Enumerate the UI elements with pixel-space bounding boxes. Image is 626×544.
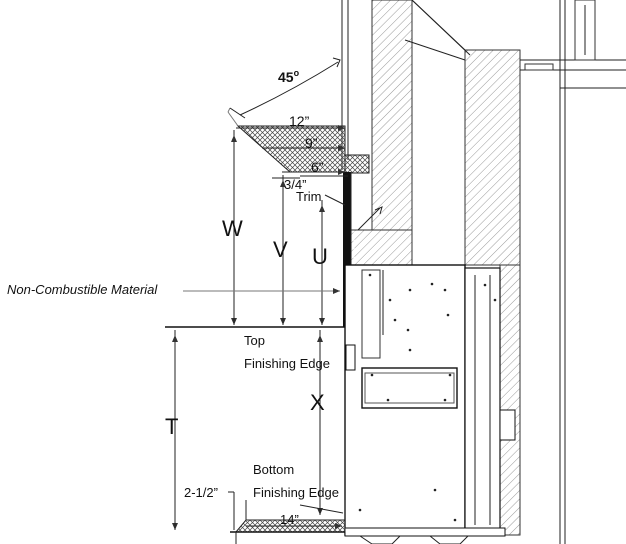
w-label: W bbox=[222, 216, 243, 241]
non-combustible-label: Non-Combustible Material bbox=[7, 282, 158, 297]
top-edge-label-1: Top bbox=[244, 333, 265, 348]
dim-9-label: 9” bbox=[305, 135, 318, 151]
dim-3-4-label: 3/4” bbox=[284, 177, 306, 192]
dim-12-label: 12” bbox=[289, 113, 310, 129]
dimension-lines bbox=[165, 125, 348, 530]
trim-label: Trim bbox=[296, 189, 322, 204]
bottom-edge-label-2: Finishing Edge bbox=[253, 485, 339, 500]
fireplace-unit bbox=[344, 264, 516, 544]
dim-2-1-2-label: 2-1/2” bbox=[184, 485, 218, 500]
dim-14-label: 14” bbox=[280, 512, 299, 527]
masonry-walls bbox=[341, 0, 626, 544]
top-edge-label-2: Finishing Edge bbox=[244, 356, 330, 371]
u-label: U bbox=[312, 244, 328, 269]
t-label: T bbox=[165, 414, 178, 439]
angle-label: 45o bbox=[278, 68, 300, 85]
x-label: X bbox=[310, 390, 325, 415]
dim-6-label: 6” bbox=[311, 159, 324, 175]
v-label: V bbox=[273, 237, 288, 262]
bottom-edge-label-1: Bottom bbox=[253, 462, 294, 477]
